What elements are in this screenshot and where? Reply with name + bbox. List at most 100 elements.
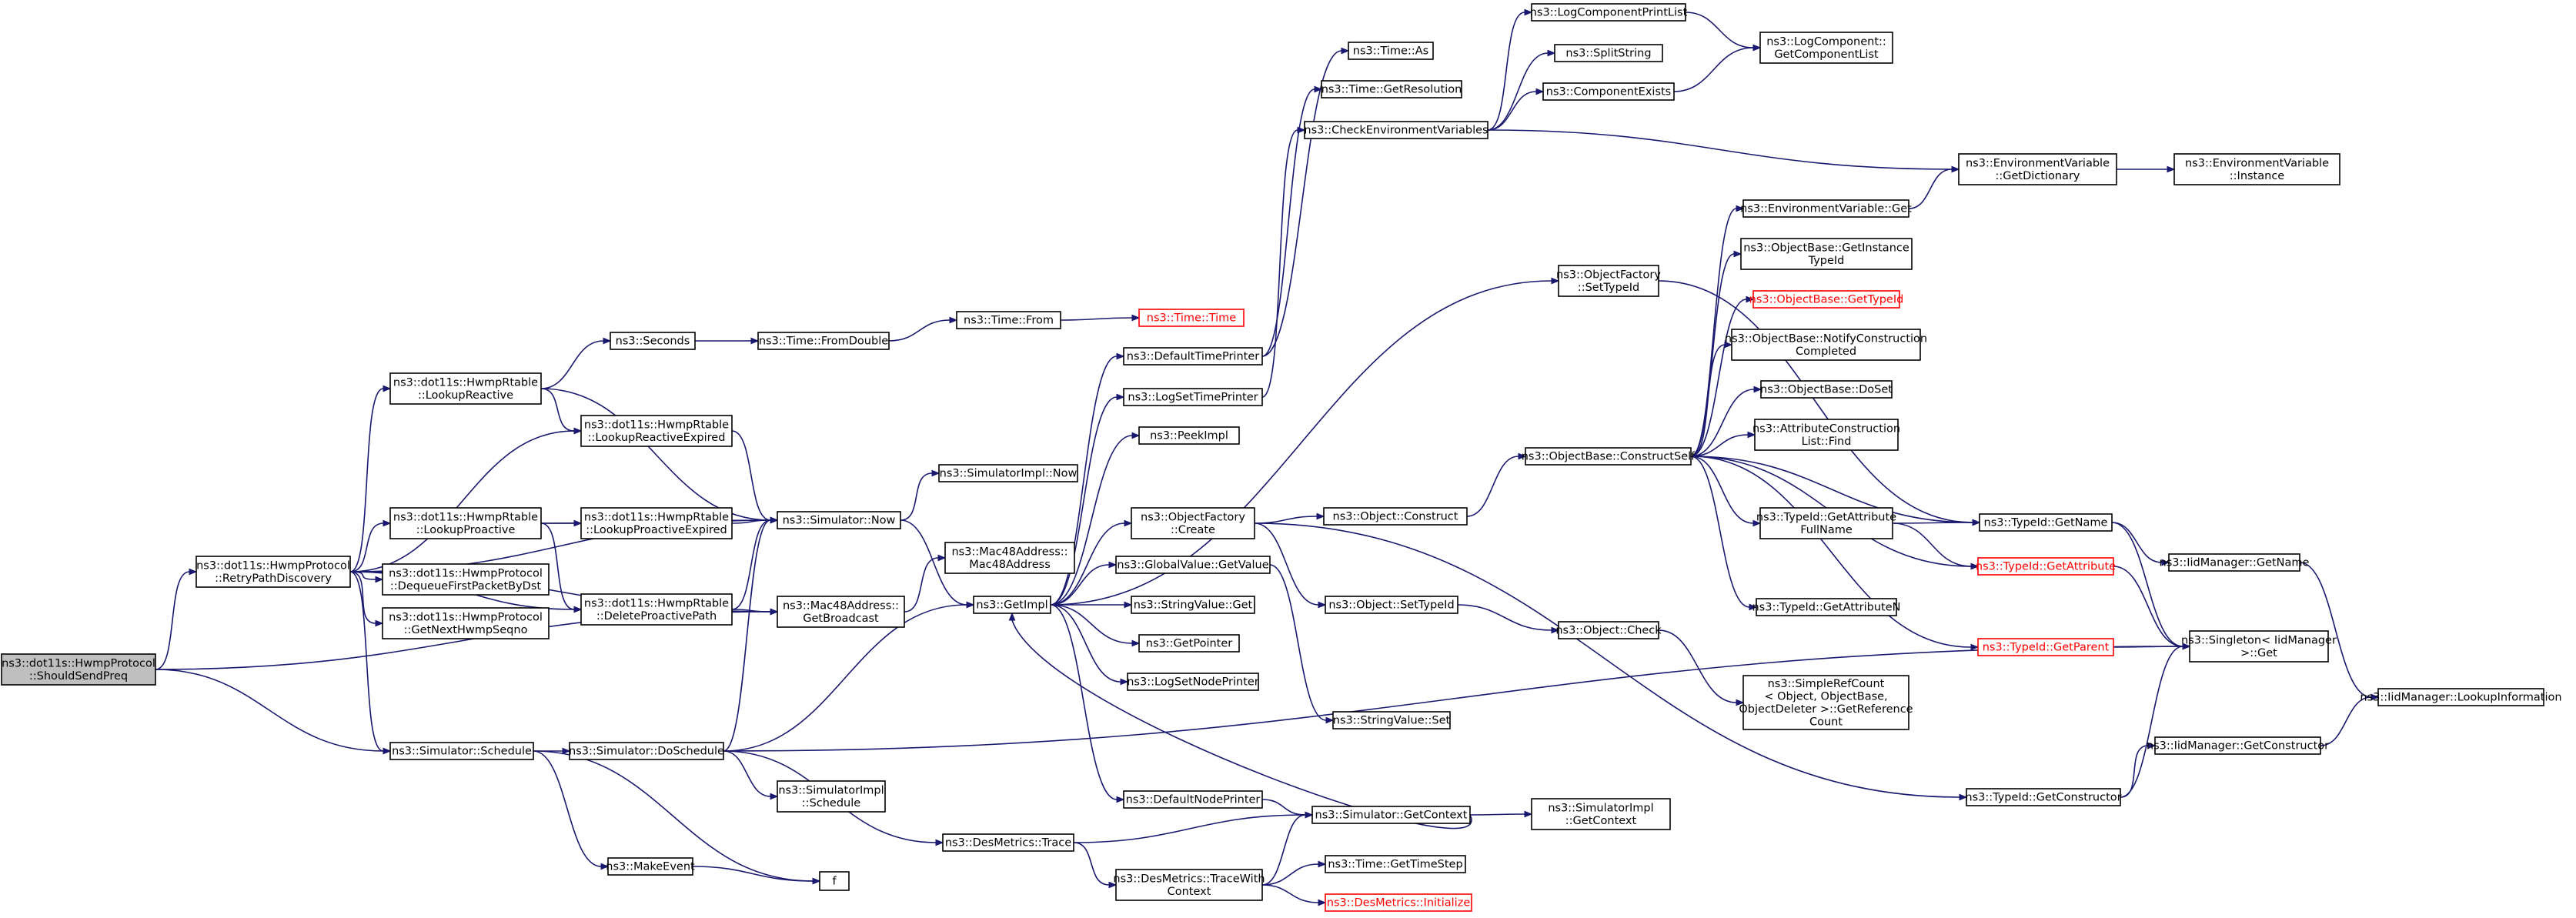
node-ns3-time-fromdouble[interactable]: ns3::Time::FromDouble bbox=[757, 332, 890, 350]
node-ns3-time-from[interactable]: ns3::Time::From bbox=[956, 311, 1061, 329]
node-ns3-time-as[interactable]: ns3::Time::As bbox=[1348, 42, 1434, 60]
node-ns3-environmentvariable-instance[interactable]: ns3::EnvironmentVariable::Instance bbox=[2173, 153, 2340, 185]
node-ns3-environmentvariable-get[interactable]: ns3::EnvironmentVariable::Get bbox=[1740, 199, 1912, 218]
node-label-line: Completed bbox=[1796, 346, 1856, 358]
node-ns3-iidmanager-lookupinformation[interactable]: ns3::IidManager::LookupInformation bbox=[2360, 688, 2562, 706]
edge-arrowhead bbox=[1120, 678, 1129, 686]
node-label-line: ns3::LogComponent:: bbox=[1766, 35, 1886, 48]
node-ns3-objectbase-doset[interactable]: ns3::ObjectBase::DoSet bbox=[1760, 380, 1893, 399]
node-ns3-logcomponent-getcomponentlist[interactable]: ns3::LogComponent::GetComponentList bbox=[1759, 32, 1893, 64]
node-ns3-mac48address-getbroadcast[interactable]: ns3::Mac48Address::GetBroadcast bbox=[777, 596, 905, 628]
node-label-line: ns3::Simulator::Schedule bbox=[392, 746, 532, 758]
node-ns3-simulatorimpl-getcontext[interactable]: ns3::SimulatorImpl::GetContext bbox=[1531, 798, 1671, 830]
node-ns3-typeid-getconstructor[interactable]: ns3::TypeId::GetConstructor bbox=[1965, 788, 2122, 806]
node-ns3-dot11s-hwmpprotocol-retrypathdiscovery[interactable]: ns3::dot11s::HwmpProtocol::RetryPathDisc… bbox=[195, 556, 351, 588]
node-ns3-simulatorimpl-schedule[interactable]: ns3::SimulatorImpl::Schedule bbox=[777, 780, 886, 813]
node-ns3-dot11s-hwmprtable-deleteproactivepath[interactable]: ns3::dot11s::HwmpRtable::DeleteProactive… bbox=[580, 593, 733, 626]
node-ns3-simulator-doschedule[interactable]: ns3::Simulator::DoSchedule bbox=[569, 742, 724, 760]
edge-arrowhead bbox=[1736, 205, 1745, 212]
edge-line bbox=[731, 609, 771, 613]
node-label-line: f bbox=[832, 876, 837, 888]
node-ns3-seconds[interactable]: ns3::Seconds bbox=[610, 332, 696, 350]
node-ns3-dot11s-hwmprtable-lookupreactiveexpired[interactable]: ns3::dot11s::HwmpRtable::LookupReactiveE… bbox=[580, 415, 733, 447]
edge-arrowhead bbox=[1131, 639, 1141, 647]
node-ns3-desmetrics-initialize[interactable]: ns3::DesMetrics::Initialize bbox=[1325, 893, 1472, 912]
node-ns3-typeid-getname[interactable]: ns3::TypeId::GetName bbox=[1979, 513, 2113, 532]
node-ns3-makeevent[interactable]: ns3::MakeEvent bbox=[606, 857, 695, 876]
edge-line bbox=[1690, 456, 1973, 523]
node-ns3-dot11s-hwmpprotocol-getnexthwmpseqno[interactable]: ns3::dot11s::HwmpProtocol::GetNextHwmpSe… bbox=[382, 607, 550, 639]
node-ns3-iidmanager-getname[interactable]: ns3::IidManager::GetName bbox=[2160, 553, 2310, 572]
node-ns3-dot11s-hwmprtable-lookupproactive[interactable]: ns3::dot11s::HwmpRtable::LookupProactive bbox=[389, 507, 542, 539]
edge-n27-n38 bbox=[1254, 522, 1327, 609]
node-ns3-object-construct[interactable]: ns3::Object::Construct bbox=[1323, 507, 1468, 526]
node-ns3-singleton-iidmanager-get[interactable]: ns3::Singleton< IidManager>::Get bbox=[2181, 630, 2337, 663]
node-ns3-dot11s-hwmpprotocol-shouldsendpreq[interactable]: ns3::dot11s::HwmpProtocol::ShouldSendPre… bbox=[1, 653, 156, 686]
node-label-line: ns3::Time::FromDouble bbox=[759, 335, 888, 348]
node-ns3-simulatorimpl-now[interactable]: ns3::SimulatorImpl::Now bbox=[938, 464, 1078, 482]
node-box bbox=[777, 780, 886, 813]
node-ns3-mac48address-mac48address[interactable]: ns3::Mac48Address::Mac48Address bbox=[944, 542, 1075, 574]
node-box bbox=[1123, 388, 1263, 406]
node-box bbox=[1731, 329, 1921, 361]
node-ns3-simulator-now[interactable]: ns3::Simulator::Now bbox=[777, 511, 901, 529]
node-box bbox=[569, 742, 724, 760]
node-ns3-desmetrics-trace[interactable]: ns3::DesMetrics::Trace bbox=[942, 833, 1074, 852]
node-ns3-checkenvironmentvariables[interactable]: ns3::CheckEnvironmentVariables bbox=[1304, 121, 1488, 139]
edge-arrowhead bbox=[1108, 561, 1118, 569]
node-ns3-time-time[interactable]: ns3::Time::Time bbox=[1138, 309, 1245, 327]
node-ns3-stringvalue-set[interactable]: ns3::StringValue::Set bbox=[1332, 711, 1451, 729]
node-ns3-peekimpl[interactable]: ns3::PeekImpl bbox=[1138, 426, 1240, 445]
node-ns3-dot11s-hwmprtable-lookupreactive[interactable]: ns3::dot11s::HwmpRtable::LookupReactive bbox=[389, 372, 542, 405]
node-ns3-object-check[interactable]: ns3::Object::Check bbox=[1555, 621, 1662, 639]
edge-line bbox=[1261, 50, 1342, 357]
node-ns3-typeid-getattributen[interactable]: ns3::TypeId::GetAttributeN bbox=[1752, 598, 1901, 616]
edge-arrowhead bbox=[937, 554, 947, 562]
node-label-line: ns3::TypeId::GetAttribute bbox=[1976, 561, 2116, 573]
node-ns3-getpointer[interactable]: ns3::GetPointer bbox=[1138, 634, 1240, 653]
node-ns3-objectbase-gettypeid[interactable]: ns3::ObjectBase::GetTypeId bbox=[1749, 290, 1904, 309]
node-label-line: ns3::Simulator::GetContext bbox=[1315, 810, 1468, 822]
node-ns3-objectbase-constructself[interactable]: ns3::ObjectBase::ConstructSelf bbox=[1522, 447, 1696, 466]
node-ns3-stringvalue-get[interactable]: ns3::StringValue::Get bbox=[1131, 596, 1255, 614]
node-ns3-logsetnodeprinter[interactable]: ns3::LogSetNodePrinter bbox=[1127, 673, 1259, 691]
edge-line bbox=[540, 340, 604, 389]
node-ns3-dot11s-hwmpprotocol-dequeuefirstpacketbydst[interactable]: ns3::dot11s::HwmpProtocol::DequeueFirstP… bbox=[382, 563, 550, 596]
node-ns3-environmentvariable-getdictionary[interactable]: ns3::EnvironmentVariable::GetDictionary bbox=[1958, 153, 2117, 185]
node-label-line: ns3::ObjectBase::GetTypeId bbox=[1749, 294, 1904, 306]
node-ns3-logcomponentprintlist[interactable]: ns3::LogComponentPrintList bbox=[1530, 3, 1688, 22]
node-ns3-defaulttimeprinter[interactable]: ns3::DefaultTimePrinter bbox=[1123, 347, 1263, 366]
node-ns3-objectfactory-create[interactable]: ns3::ObjectFactory::Create bbox=[1131, 507, 1255, 539]
node-ns3-simplerefcount-object-objectbase-objectdeleter-getreference-count[interactable]: ns3::SimpleRefCount< Object, ObjectBase,… bbox=[1739, 675, 1913, 730]
edges-layer bbox=[155, 8, 2380, 906]
node-ns3-componentexists[interactable]: ns3::ComponentExists bbox=[1542, 82, 1675, 101]
node-ns3-simulator-getcontext[interactable]: ns3::Simulator::GetContext bbox=[1311, 806, 1471, 824]
node-ns3-dot11s-hwmprtable-lookupproactiveexpired[interactable]: ns3::dot11s::HwmpRtable::LookupProactive… bbox=[580, 507, 733, 539]
node-f[interactable]: f bbox=[819, 871, 850, 891]
edge-n40-n21 bbox=[1008, 612, 1472, 830]
node-ns3-typeid-getattribute[interactable]: ns3::TypeId::GetAttribute bbox=[1976, 557, 2116, 576]
edge-arrowhead bbox=[1108, 881, 1118, 889]
node-ns3-time-getresolution[interactable]: ns3::Time::GetResolution bbox=[1321, 80, 1462, 98]
edge-n18-n33 bbox=[1073, 842, 1118, 889]
node-ns3-simulator-schedule[interactable]: ns3::Simulator::Schedule bbox=[389, 742, 534, 760]
edge-arrowhead bbox=[2161, 559, 2170, 566]
node-ns3-objectbase-notifyconstruction-completed[interactable]: ns3::ObjectBase::NotifyConstructionCompl… bbox=[1725, 329, 1927, 361]
node-ns3-logsettimeprinter[interactable]: ns3::LogSetTimePrinter bbox=[1123, 388, 1263, 406]
node-ns3-getimpl[interactable]: ns3::GetImpl bbox=[973, 596, 1051, 614]
node-ns3-typeid-getparent[interactable]: ns3::TypeId::GetParent bbox=[1977, 638, 2114, 656]
node-label-line: ns3::dot11s::HwmpProtocol bbox=[196, 559, 350, 572]
node-ns3-defaultnodeprinter[interactable]: ns3::DefaultNodePrinter bbox=[1123, 790, 1263, 809]
node-label-line: ns3::Time::As bbox=[1353, 45, 1428, 58]
node-ns3-time-gettimestep[interactable]: ns3::Time::GetTimeStep bbox=[1325, 855, 1466, 873]
node-ns3-splitstring[interactable]: ns3::SplitString bbox=[1554, 44, 1663, 62]
node-ns3-globalvalue-getvalue[interactable]: ns3::GlobalValue::GetValue bbox=[1115, 556, 1271, 574]
node-ns3-objectfactory-settypeid[interactable]: ns3::ObjectFactory::SetTypeId bbox=[1556, 265, 1661, 297]
node-ns3-iidmanager-getconstructor[interactable]: ns3::IidManager::GetConstructor bbox=[2147, 736, 2329, 755]
node-box bbox=[389, 372, 542, 405]
node-ns3-object-settypeid[interactable]: ns3::Object::SetTypeId bbox=[1325, 596, 1458, 614]
